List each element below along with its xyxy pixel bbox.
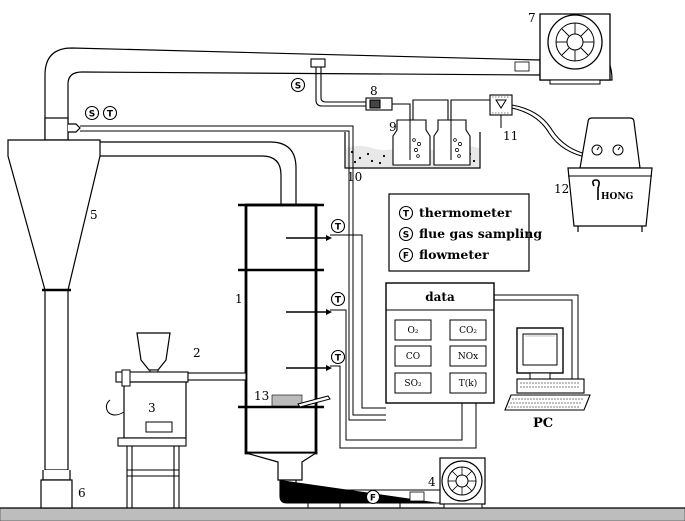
heater-apparatus [567,117,653,232]
label-10-bath: 10 [347,170,362,184]
legend-thermometer-label: thermometer [419,205,512,220]
sampling-symbol-cyclone: S [89,110,95,120]
heater-brand-label: HONG [601,192,633,202]
label-8: 8 [370,84,378,98]
sampling-branch [310,58,500,120]
legend-sampling-label: flue gas sampling [419,226,542,241]
data-box-co2: CO₂ [459,326,477,336]
label-11-filter: 11 [503,129,518,143]
filter-unit [489,94,591,159]
legend-flowmeter-symbol: F [403,252,409,262]
thermometer-symbol-upper: T [335,223,342,233]
data-box-nox: NOx [458,352,478,362]
label-1-riser: 1 [235,292,243,306]
thermometer-symbol-middle: T [335,296,342,306]
sampling-line [80,125,386,421]
label-13-distributor: 13 [254,389,269,403]
label-9-bottles: 9 [389,120,397,134]
instrument-symbols [84,77,414,505]
thermometer-symbol-lower: T [335,354,342,364]
label-3-feeder: 3 [148,401,156,415]
pc-cable [494,294,579,390]
top-flue-duct [44,47,541,140]
cyclone-separator [7,117,101,509]
sampling-symbol-duct: S [295,82,301,92]
pc-computer [504,327,591,411]
gas-washing-bottles [344,119,481,169]
thermocouple-lines [330,234,477,449]
label-5-cyclone: 5 [90,208,98,222]
flowmeter-symbol: F [370,494,376,504]
legend-sampling-symbol: S [403,231,409,241]
induced-fan [514,13,613,85]
air-blower [279,457,486,509]
legend-thermometer-symbol: T [403,210,410,220]
furnace-exit-duct [100,141,297,205]
pc-label: PC [533,416,553,431]
data-box-o2: O₂ [408,326,419,336]
ground [0,507,685,521]
data-box-co: CO [406,352,420,362]
coal-feeder [105,332,247,508]
data-box-so2: SO₂ [404,379,422,389]
label-6-ash-collector: 6 [78,486,86,500]
label-7-induced-fan: 7 [528,11,536,25]
riser-furnace [238,203,332,481]
label-12-heater: 12 [554,182,569,196]
legend-flowmeter-label: flowmeter [419,247,489,262]
label-2-feed-pipe: 2 [193,346,201,360]
data-box-tk: T(k) [459,378,477,389]
label-4-blower: 4 [428,475,436,489]
thermometer-symbol-cyclone: T [107,110,114,120]
data-logger [385,282,495,404]
data-box-title: data [425,290,455,304]
